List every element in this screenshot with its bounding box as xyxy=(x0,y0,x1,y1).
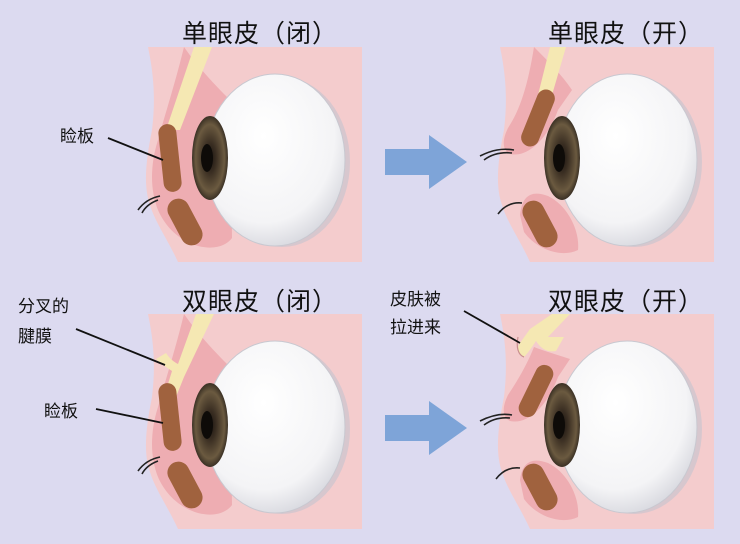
arrow-right-icon xyxy=(385,401,467,455)
label-leader-line xyxy=(107,137,164,161)
panel-double-closed xyxy=(75,314,362,529)
label-branch-line2: 腱膜 xyxy=(18,327,52,347)
lower-tarsus xyxy=(522,200,558,248)
label-leader-line xyxy=(463,310,521,344)
panel-single-open xyxy=(479,47,714,262)
panel-title-double-open: 双眼皮（开） xyxy=(548,287,705,316)
arrow-right-icon xyxy=(385,135,467,189)
lower-tarsus xyxy=(167,461,203,509)
lower-tarsus xyxy=(167,198,203,246)
label-leader-line xyxy=(75,328,166,366)
panel-title-single-open: 单眼皮（开） xyxy=(548,19,705,48)
label-leader-line xyxy=(95,408,164,424)
lower-tarsus xyxy=(522,463,558,511)
upper-tarsus xyxy=(521,89,555,147)
label-skin-line1: 皮肤被 xyxy=(390,290,441,310)
upper-tarsus xyxy=(158,124,182,192)
upper-tarsus xyxy=(158,383,182,451)
panel-double-open xyxy=(463,310,714,529)
panel-title-single-closed: 单眼皮（闭） xyxy=(182,19,339,48)
panel-single-closed xyxy=(107,47,362,262)
panel-title-double-closed: 双眼皮（闭） xyxy=(182,287,339,316)
label-skin-line2: 拉进来 xyxy=(390,318,441,338)
label-tarsus-bottom: 睑板 xyxy=(44,402,78,422)
label-branch-line1: 分叉的 xyxy=(18,297,69,317)
label-tarsus-top: 睑板 xyxy=(60,127,94,147)
upper-tarsus xyxy=(518,364,554,418)
